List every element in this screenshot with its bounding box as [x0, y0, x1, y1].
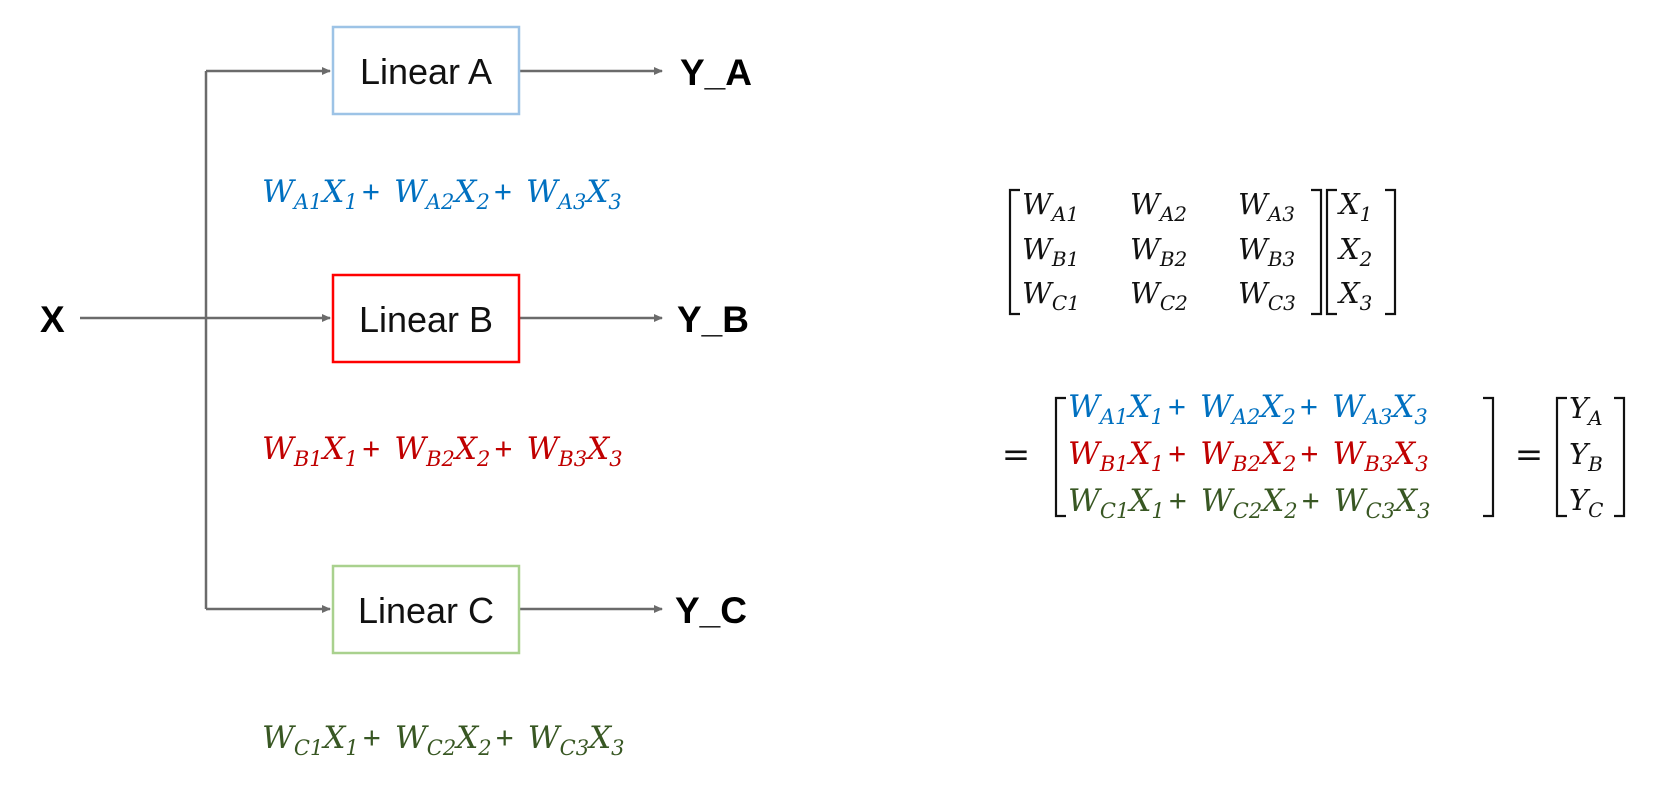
result-matrix-left-bracket — [1054, 396, 1066, 518]
matrix-cell-w-b2: WB2 — [1130, 232, 1187, 271]
vector-cell-x2: X2 — [1337, 232, 1372, 271]
linear-b-box — [331, 273, 521, 364]
input-label-x: X — [40, 299, 65, 340]
equation-linear-a: WA1X1+WA2X2+WA3X3 — [262, 174, 622, 214]
matrix-cell-w-a3: WA3 — [1238, 187, 1295, 226]
equation-linear-c: WC1X1+WC2X2+WC3X3 — [262, 720, 625, 760]
result-row-c: WC1X1+WC2X2+WC3X3 — [1068, 483, 1431, 523]
vector-cell-yb: YB — [1569, 437, 1603, 476]
input-vector: X1 X2 X3 — [1325, 187, 1397, 316]
matrix-cell-w-c1: WC1 — [1022, 276, 1080, 315]
output-label-yb: Y_B — [677, 299, 749, 340]
linear-c-box — [331, 564, 521, 655]
output-vector-right-bracket — [1614, 396, 1626, 518]
weight-matrix-left-bracket — [1008, 188, 1020, 316]
connection-wires — [80, 67, 663, 613]
equals-sign-left: = — [1002, 435, 1031, 475]
input-vector-left-bracket — [1325, 188, 1337, 316]
output-label-ya: Y_A — [680, 52, 752, 93]
linear-a-block: Linear A — [331, 25, 521, 116]
vector-cell-x3: X3 — [1337, 276, 1372, 315]
equation-linear-b: WB1X1+WB2X2+WB3X3 — [262, 431, 623, 471]
output-vector: YA YB YC — [1555, 391, 1626, 522]
matrix-cell-w-b1: WB1 — [1022, 232, 1079, 271]
vector-cell-yc: YC — [1569, 483, 1603, 522]
linear-a-box — [331, 25, 521, 116]
matrix-cell-w-b3: WB3 — [1238, 232, 1295, 271]
output-label-yc: Y_C — [675, 590, 747, 631]
weight-matrix: WA1 WA2 WA3 WB1 WB2 WB3 WC1 WC2 WC3 — [1008, 187, 1323, 316]
linear-c-block: Linear C — [331, 564, 521, 655]
matrix-cell-w-a2: WA2 — [1130, 187, 1187, 226]
equals-sign-right: = — [1515, 435, 1544, 475]
matrix-cell-w-a1: WA1 — [1022, 187, 1079, 226]
result-matrix-right-bracket — [1483, 396, 1495, 518]
result-matrix: WA1X1+WA2X2+WA3X3 WB1X1+WB2X2+WB3X3 WC1X… — [1054, 389, 1495, 523]
linear-b-label: Linear B — [359, 299, 493, 340]
linear-c-label: Linear C — [358, 590, 494, 631]
result-row-a: WA1X1+WA2X2+WA3X3 — [1068, 389, 1428, 429]
linear-a-label: Linear A — [360, 51, 492, 92]
result-row-b: WB1X1+WB2X2+WB3X3 — [1068, 436, 1429, 476]
linear-b-block: Linear B — [331, 273, 521, 364]
matrix-cell-w-c2: WC2 — [1130, 276, 1188, 315]
input-vector-right-bracket — [1385, 188, 1397, 316]
matrix-cell-w-c3: WC3 — [1238, 276, 1296, 315]
output-vector-left-bracket — [1555, 396, 1567, 518]
weight-matrix-right-bracket — [1311, 188, 1323, 316]
vector-cell-ya: YA — [1569, 391, 1603, 430]
vector-cell-x1: X1 — [1337, 187, 1372, 226]
